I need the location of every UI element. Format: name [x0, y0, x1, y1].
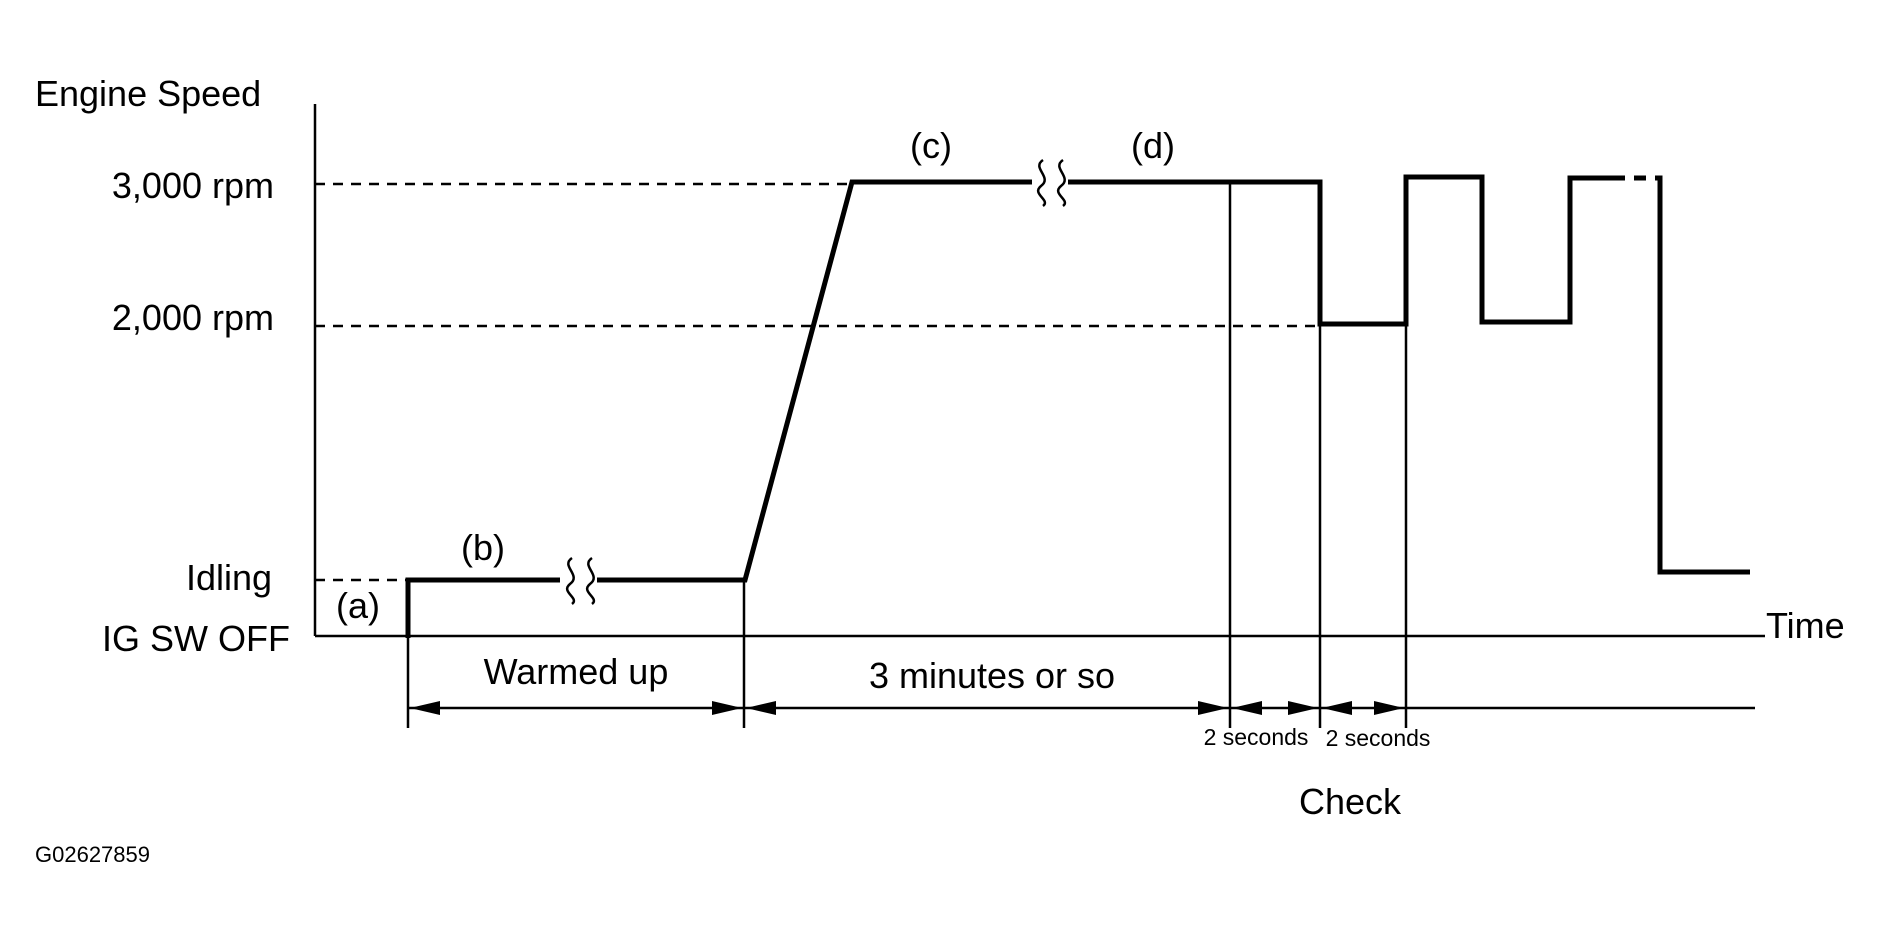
stage-d-label: (d): [1131, 125, 1175, 166]
two-sec-1-arrow-right: [1288, 701, 1318, 715]
ig-sw-off-label: IG SW OFF: [102, 618, 290, 659]
two-sec-2-arrow-right: [1374, 701, 1404, 715]
two-sec-1-arrow-left: [1232, 701, 1262, 715]
three-min-arrow-left: [746, 701, 776, 715]
rpm3000-label: 3,000 rpm: [112, 165, 274, 206]
warmed-up-arrow-left: [410, 701, 440, 715]
two-sec-2-arrow-left: [1322, 701, 1352, 715]
engine-speed-profile: [405, 174, 1613, 638]
break-mark-3000: [1032, 158, 1068, 207]
warmed-up-arrow-right: [712, 701, 742, 715]
two-seconds-label-2: 2 seconds: [1326, 725, 1431, 751]
figure-code: G02627859: [35, 842, 150, 867]
break-mark-idling: [560, 556, 597, 605]
y-axis-title: Engine Speed: [35, 73, 261, 114]
three-minutes-label: 3 minutes or so: [869, 655, 1115, 696]
rpm2000-label: 2,000 rpm: [112, 297, 274, 338]
warmed-up-label: Warmed up: [484, 651, 669, 692]
check-label: Check: [1299, 781, 1402, 822]
stage-b-label: (b): [461, 527, 505, 568]
engine-speed-profile-tail: [1657, 175, 1750, 575]
stage-a-label: (a): [336, 585, 380, 626]
stage-c-label: (c): [910, 125, 952, 166]
three-min-arrow-right: [1198, 701, 1228, 715]
time-axis-title: Time: [1766, 605, 1845, 646]
two-seconds-label-1: 2 seconds: [1204, 724, 1309, 750]
idling-label: Idling: [186, 557, 272, 598]
